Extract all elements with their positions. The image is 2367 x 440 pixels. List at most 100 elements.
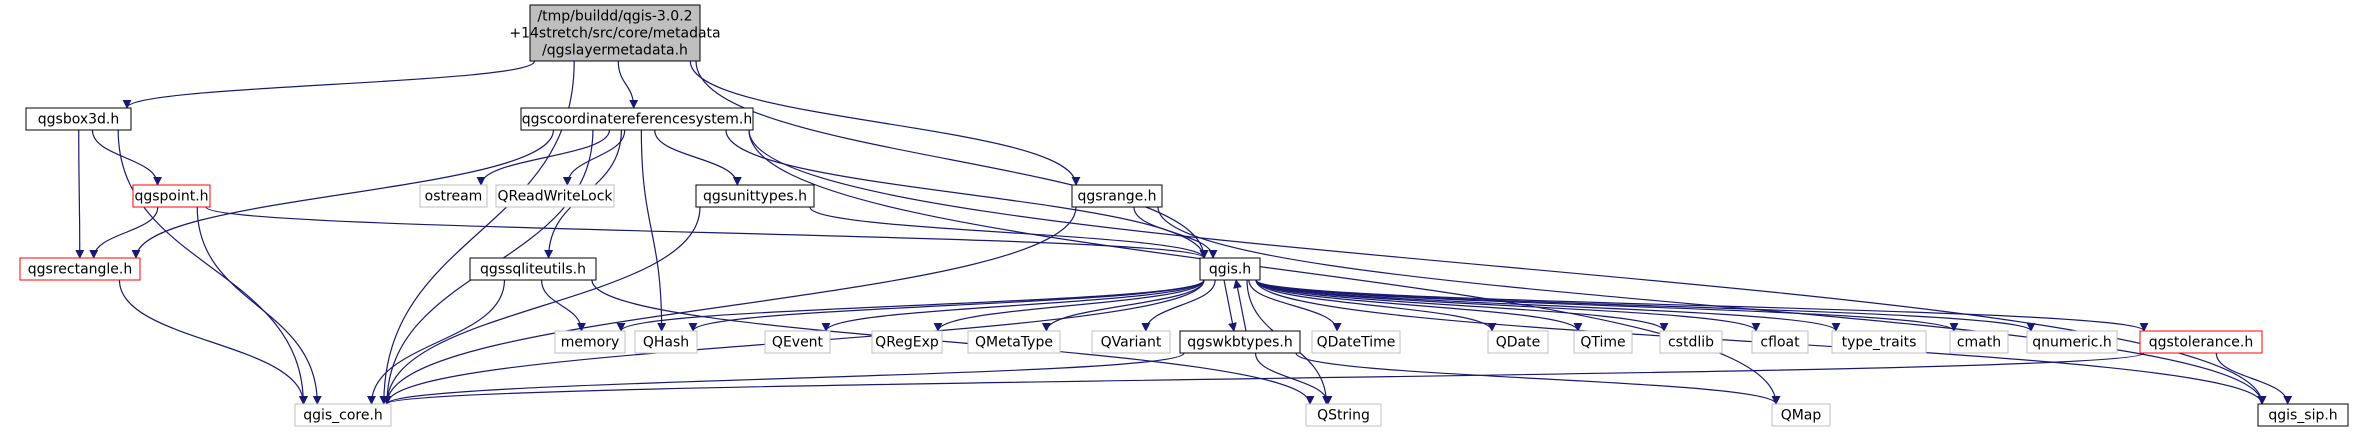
node-label-qgscoordinatereferencesystem: qgscoordinatereferencesystem.h	[522, 112, 753, 128]
edge-qgssqliteutils-to-qstring	[591, 279, 1315, 405]
node-label-qgssqliteutils: qgssqliteutils.h	[480, 262, 586, 278]
node-box-qgscoordinatereferencesystem	[520, 107, 754, 131]
node-box-qgis_sip	[2257, 403, 2349, 427]
node-label-qmap: QMap	[1781, 408, 1822, 424]
node-qgswkbtypes[interactable]: qgswkbtypes.h	[1179, 330, 1301, 354]
node-qdate: QDate	[1487, 330, 1549, 354]
node-box-type_traits	[1831, 330, 1927, 354]
node-box-qgslayermetadata	[529, 4, 701, 62]
node-qgis[interactable]: qgis.h	[1199, 257, 1261, 281]
node-qgstolerance[interactable]: qgstolerance.h	[2139, 330, 2263, 354]
node-label-qgsbox3d: qgsbox3d.h	[38, 112, 120, 128]
edge-qgslayermetadata-to-qgis	[695, 60, 1209, 259]
nodes-layer: /tmp/buildd/qgis-3.0.2+14stretch/src/cor…	[19, 4, 2349, 427]
edge-qgsbox3d-to-qgis_core	[117, 129, 308, 405]
edge-qgis-to-qvariant	[1141, 279, 1216, 332]
node-cstdlib: cstdlib	[1659, 330, 1723, 354]
node-label-qnumeric: qnumeric.h	[2032, 335, 2112, 351]
edge-qgscoordinatereferencesystem-to-qgsunittypes	[654, 129, 742, 186]
edge-qgscoordinatereferencesystem-to-qhash	[640, 129, 667, 332]
node-box-qgis_core	[294, 403, 392, 427]
edge-qgswkbtypes-to-qgis_core	[382, 352, 1185, 405]
node-box-qmap	[1771, 403, 1831, 427]
edge-qgspoint-to-qgis	[205, 206, 1209, 259]
node-box-cmath	[1949, 330, 2009, 354]
node-label-qreadwritelock: QReadWriteLock	[497, 189, 613, 205]
node-cfloat: cfloat	[1751, 330, 1809, 354]
edge-qgsunittypes-to-qgis_core	[382, 206, 701, 405]
edge-qgis-to-qmetatype	[1041, 279, 1205, 332]
edge-qgis-to-qhash	[688, 279, 1205, 332]
edge-qgis-to-qregexp	[933, 279, 1205, 332]
node-box-qnumeric	[2026, 330, 2118, 354]
node-label-qtime: QTime	[1580, 335, 1625, 351]
edge-qgscoordinatereferencesystem-to-ostream	[476, 129, 611, 186]
edge-qgis-to-cfloat	[1255, 279, 1761, 332]
node-box-qdate	[1487, 330, 1549, 354]
node-qmap: QMap	[1771, 403, 1831, 427]
node-label-qevent: QEvent	[772, 335, 824, 351]
edge-qgspoint-to-qgsrectangle	[89, 206, 159, 259]
node-label-qgsrectangle: qgsrectangle.h	[28, 262, 132, 278]
node-box-qdatetime	[1311, 330, 1401, 354]
edge-qgscoordinatereferencesystem-to-qmap	[748, 129, 1781, 405]
node-label-qgis_sip: qgis_sip.h	[2268, 408, 2337, 424]
node-label-qgis: qgis.h	[1209, 262, 1251, 278]
node-label-qregexp: QRegExp	[875, 335, 939, 351]
node-box-qgstolerance	[2139, 330, 2263, 354]
edge-qgis-to-qdatetime	[1248, 279, 1342, 332]
node-memory: memory	[554, 330, 626, 354]
node-box-qregexp	[871, 330, 943, 354]
node-type_traits: type_traits	[1831, 330, 1927, 354]
edge-qgsbox3d-to-qgsrectangle	[75, 129, 85, 259]
node-box-qgssqliteutils	[469, 257, 597, 281]
node-label-qhash: QHash	[643, 335, 689, 351]
node-qgscoordinatereferencesystem[interactable]: qgscoordinatereferencesystem.h	[520, 107, 754, 131]
node-label-qgslayermetadata: /qgslayermetadata.h	[542, 43, 688, 59]
edge-qgspoint-to-qgis_core	[196, 206, 322, 405]
node-qgsunittypes[interactable]: qgsunittypes.h	[695, 184, 815, 208]
node-qgis_sip[interactable]: qgis_sip.h	[2257, 403, 2349, 427]
edge-qgsbox3d-to-qgspoint	[91, 129, 163, 186]
node-label-qgstolerance: qgstolerance.h	[2149, 335, 2253, 351]
node-box-qgsrange	[1071, 184, 1163, 208]
node-box-qreadwritelock	[495, 184, 615, 208]
node-box-qmetatype	[967, 330, 1061, 354]
node-box-ostream	[419, 184, 488, 208]
edge-qgis-to-qevent	[821, 279, 1205, 332]
node-cmath: cmath	[1949, 330, 2009, 354]
node-qmetatype: QMetaType	[967, 330, 1061, 354]
node-box-qgis	[1199, 257, 1261, 281]
node-label-qvariant: QVariant	[1101, 335, 1162, 351]
node-label-qgslayermetadata: +14stretch/src/core/metadata	[509, 26, 720, 42]
node-label-qgswkbtypes: qgswkbtypes.h	[1187, 335, 1292, 351]
node-qgsbox3d[interactable]: qgsbox3d.h	[25, 107, 132, 131]
edge-qgis-to-qtime	[1255, 279, 1583, 332]
node-label-cmath: cmath	[1957, 335, 2001, 351]
edge-qgis-to-cstdlib	[1255, 279, 1669, 332]
node-box-cfloat	[1751, 330, 1809, 354]
node-qgssqliteutils[interactable]: qgssqliteutils.h	[469, 257, 597, 281]
edge-qgstolerance-to-qgis_sip	[2215, 352, 2293, 405]
node-label-cfloat: cfloat	[1760, 335, 1800, 351]
node-qvariant: QVariant	[1091, 330, 1171, 354]
node-label-qdate: QDate	[1496, 335, 1540, 351]
edge-qgsunittypes-to-qgis	[809, 206, 1209, 259]
node-qgsrange[interactable]: qgsrange.h	[1071, 184, 1163, 208]
node-qgsrectangle[interactable]: qgsrectangle.h	[19, 257, 141, 281]
edge-qgslayermetadata-to-qgsrange	[689, 60, 1081, 186]
edge-qgis-to-memory	[616, 279, 1205, 332]
node-box-cstdlib	[1659, 330, 1723, 354]
node-label-qgis_core: qgis_core.h	[303, 408, 383, 424]
node-label-qdatetime: QDateTime	[1317, 335, 1396, 351]
edge-qgstolerance-to-qgis_core	[383, 352, 2145, 405]
edge-qgscoordinatereferencesystem-to-qgsrectangle	[131, 129, 555, 259]
node-box-qevent	[764, 330, 831, 354]
node-box-qhash	[634, 330, 698, 354]
edge-qgsrange-to-qgis_core	[382, 206, 1077, 405]
node-label-qgspoint: qgspoint.h	[134, 189, 208, 205]
node-qgspoint[interactable]: qgspoint.h	[132, 184, 211, 208]
node-label-cstdlib: cstdlib	[1668, 335, 1714, 351]
node-qgslayermetadata[interactable]: /tmp/buildd/qgis-3.0.2+14stretch/src/cor…	[509, 4, 721, 62]
node-label-qmetatype: QMetaType	[975, 335, 1053, 351]
